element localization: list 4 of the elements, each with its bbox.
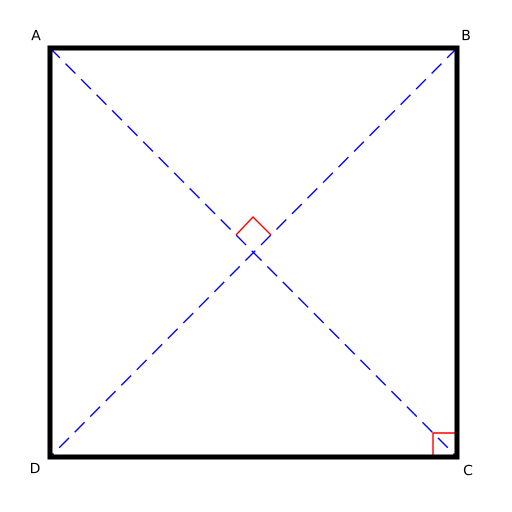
vertex-label: B [462,30,470,40]
vertex-label: D [31,462,40,474]
vertex-label: C [464,464,472,476]
vertex-label: A [31,30,41,40]
